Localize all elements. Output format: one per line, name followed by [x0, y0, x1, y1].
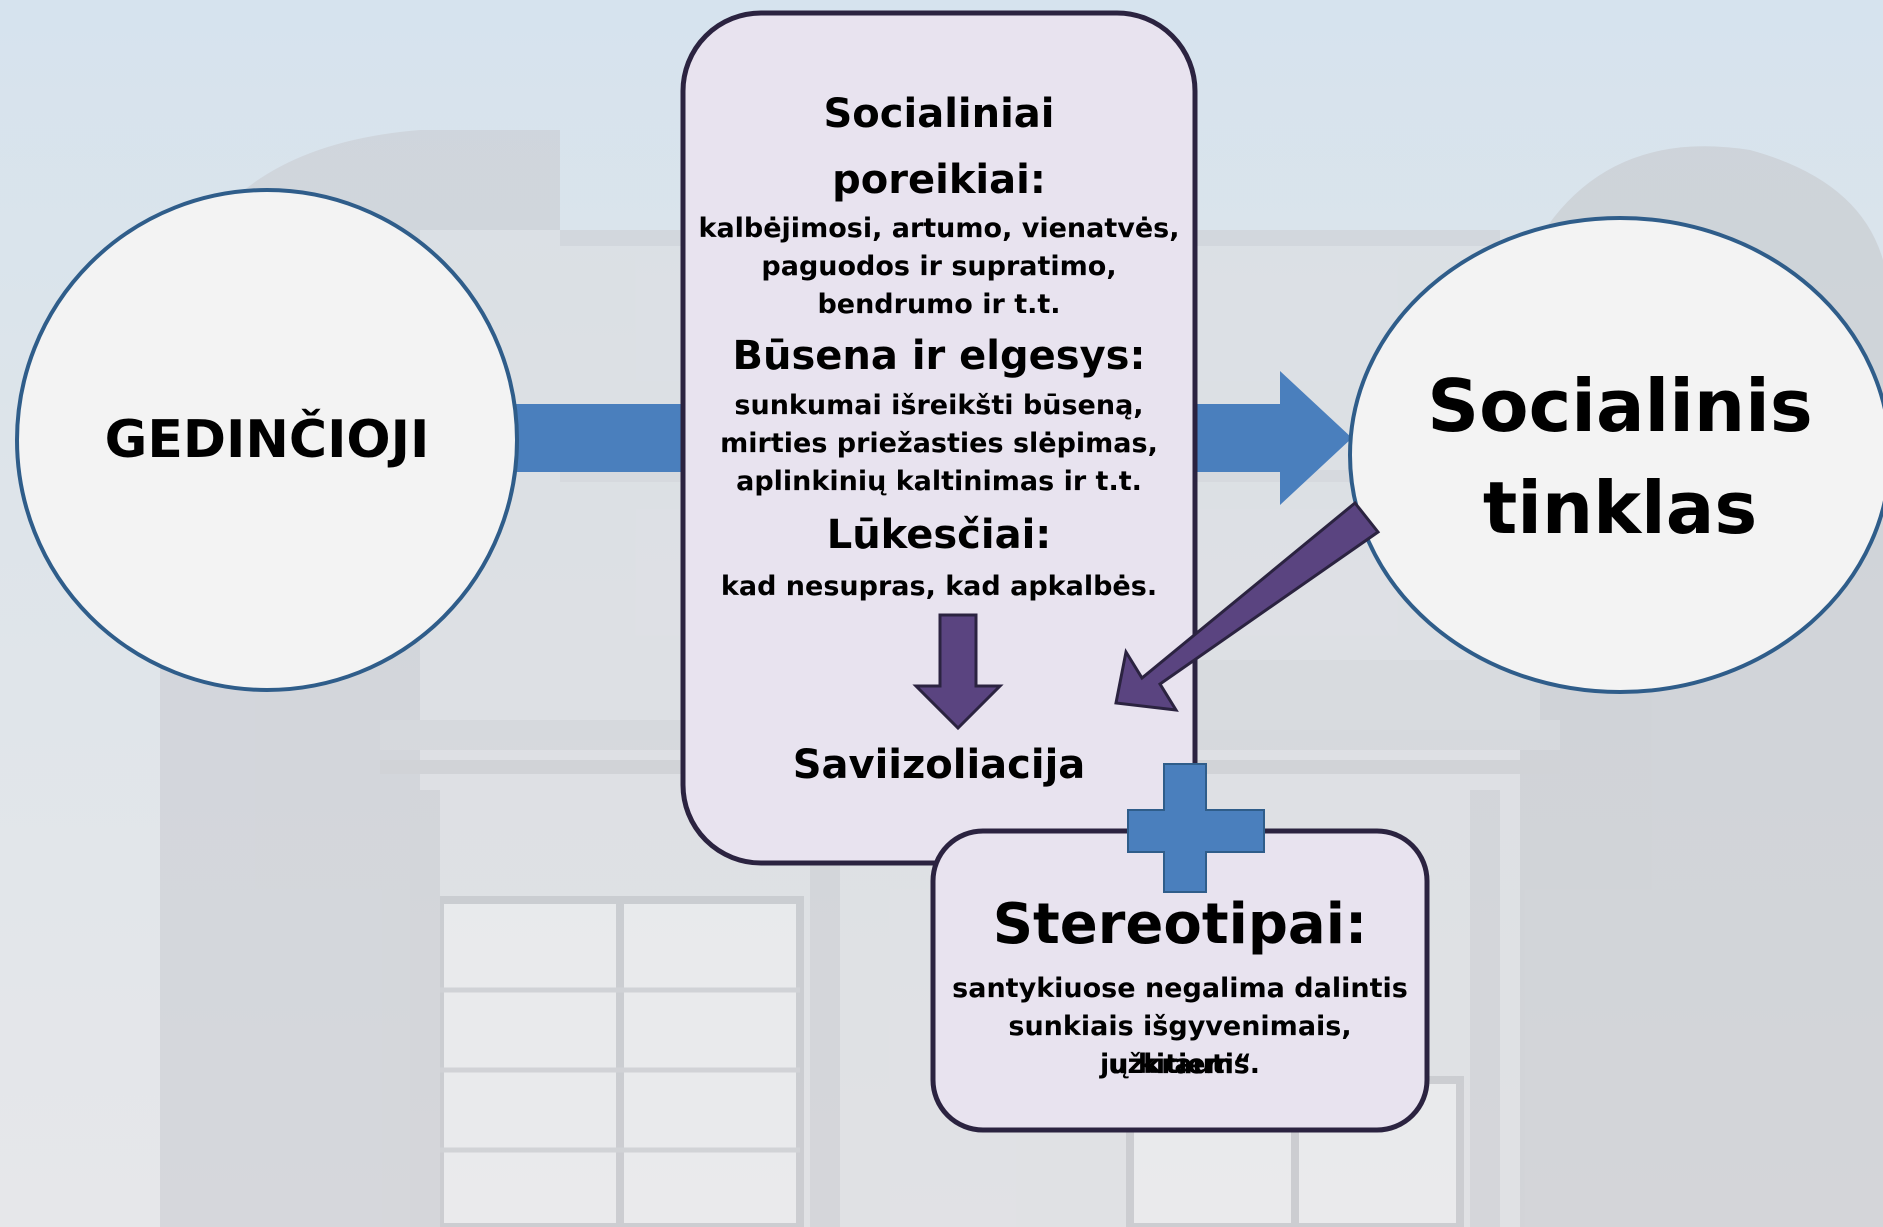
right-circle-line-1: Socialinis [1427, 364, 1813, 448]
right-circle: Socialinis tinklas [1370, 355, 1870, 559]
expectations-heading: Lūkesčiai: [826, 512, 1052, 558]
needs-heading-2: poreikiai: [832, 157, 1046, 203]
result-saviizoliacija: Saviizoliacija [792, 742, 1086, 788]
stereotypes-line-3: jų kitiems. [1099, 1049, 1261, 1080]
needs-line-2: paguodos ir supratimo, [761, 251, 1117, 282]
left-circle-shape [15, 188, 519, 692]
plus-icon [1127, 763, 1265, 893]
blue-connector-left [505, 404, 695, 472]
needs-line-3: bendrumo ir t.t. [817, 289, 1061, 320]
state-line-3: aplinkinių kaltinimas ir t.t. [736, 466, 1142, 497]
right-circle-line-2: tinklas [1482, 466, 1758, 550]
state-line-1: sunkumai išreikšti būseną, [734, 390, 1144, 421]
state-heading: Būsena ir elgesys: [732, 333, 1146, 379]
left-circle: GEDINČIOJI [17, 190, 517, 690]
stereotypes-heading: Stereotipai: [992, 892, 1368, 957]
needs-line-1: kalbėjimosi, artumo, vienatvės, [698, 213, 1180, 244]
state-line-2: mirties priežasties slėpimas, [720, 428, 1158, 459]
purple-down-arrow [912, 613, 1004, 731]
expectations-line-1: kad nesupras, kad apkalbės. [720, 571, 1158, 602]
left-circle-label: GEDINČIOJI [104, 410, 430, 470]
stereotypes-line-2: sunkiais išgyvenimais, užkrauti“ [1008, 1011, 1352, 1080]
blue-arrow-right [1190, 371, 1352, 505]
right-circle-shape [1348, 216, 1883, 694]
purple-diagonal-arrow [1114, 500, 1381, 712]
stereotypes-line-1: santykiuose negalima dalintis [952, 973, 1408, 1004]
needs-heading-1: Socialiniai [823, 91, 1055, 137]
